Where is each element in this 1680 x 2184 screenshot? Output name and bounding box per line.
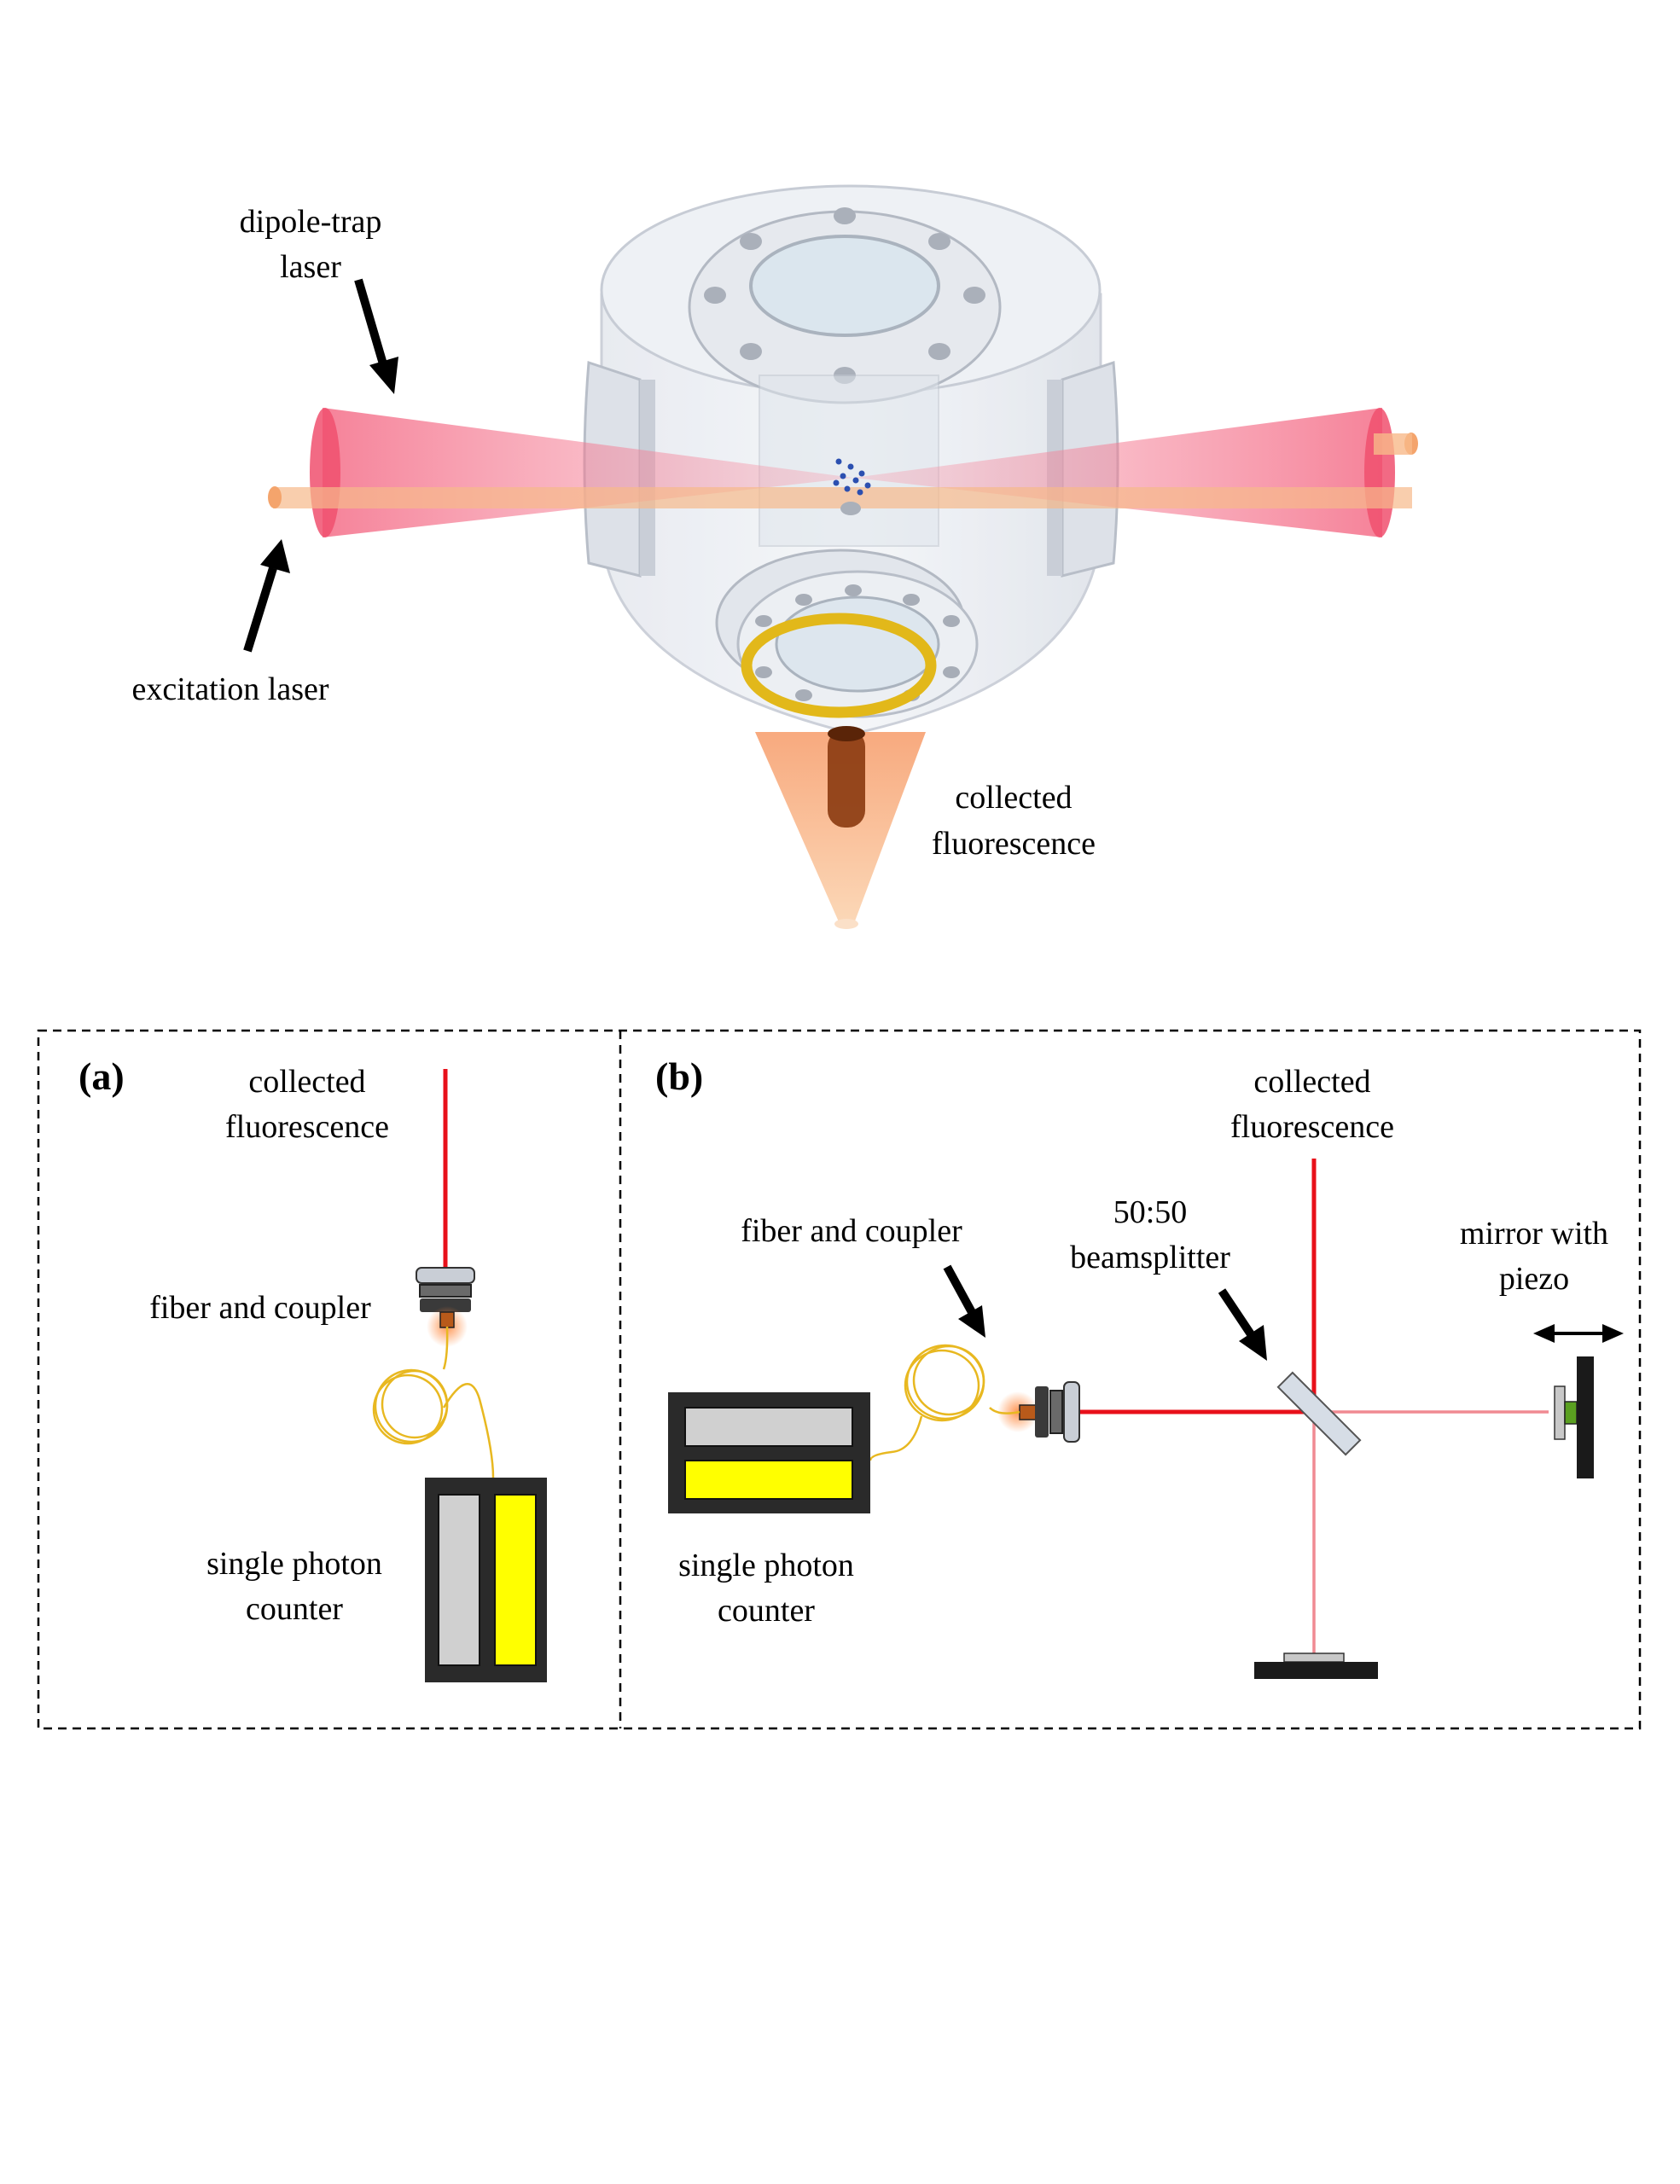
excitation-laser-beam-right [1374, 433, 1412, 455]
dipole-trap-cone-right-face [1364, 408, 1395, 537]
panel-b-piezo-mirror [1554, 1356, 1594, 1478]
panel-b-tag: (b) [655, 1054, 703, 1098]
fluorescence-core-top [828, 726, 865, 741]
fluorescence-core [828, 729, 865, 828]
panel-a-collected-line2: fluorescence [225, 1109, 389, 1145]
panel-a: (a) collected fluorescence fiber and cou… [78, 1054, 547, 1682]
label-collected-line2: fluorescence [932, 826, 1096, 862]
dipole-trap-arrow [354, 278, 398, 394]
panel-a-fiber-label: fiber and coupler [149, 1290, 371, 1326]
panel-a-collected-line1: collected [248, 1064, 365, 1100]
panel-a-fiber-coupler [416, 1267, 475, 1347]
panel-b-bs-line2: beamsplitter [1070, 1240, 1230, 1275]
panel-a-tag: (a) [78, 1054, 125, 1098]
panel-b-single-photon-counter [668, 1392, 870, 1513]
label-dipole-trap-line2: laser [280, 249, 341, 285]
bottom-flange [715, 549, 979, 718]
panel-a-spc-line1: single photon [206, 1546, 382, 1582]
panel-b-fiber-coupler [997, 1381, 1080, 1443]
panel-b-bs-arrow [1218, 1288, 1267, 1361]
panel-a-fiber [372, 1326, 495, 1478]
fluorescence-cone [755, 732, 926, 926]
setups-panel-border [37, 1029, 1642, 1730]
panel-b-beamsplitter [1276, 1371, 1362, 1456]
fluorescence-cone-tip [834, 919, 858, 929]
inner-tube [759, 375, 939, 547]
chamber-arrows [243, 278, 398, 653]
panel-b-mirror-line1: mirror with [1460, 1216, 1608, 1252]
atom-cloud [833, 458, 871, 496]
panel-b-fiber-label: fiber and coupler [741, 1213, 962, 1249]
vacuum-chamber-illustration [268, 184, 1418, 929]
label-excitation-laser: excitation laser [131, 671, 328, 707]
bottom-hole [840, 502, 861, 515]
collection-lens-ring [741, 613, 937, 718]
panel-b-spc-line1: single photon [678, 1548, 854, 1583]
excitation-laser-end-left [268, 486, 282, 508]
panel-b-collected-line2: fluorescence [1230, 1109, 1394, 1145]
panel-b-piezo-arrow [1533, 1324, 1624, 1343]
excitation-arrow [243, 539, 290, 653]
panel-a-single-photon-counter [425, 1478, 547, 1682]
panel-b-fiber [869, 1344, 1020, 1461]
top-window [749, 235, 940, 337]
panel-b-spc-line2: counter [718, 1593, 815, 1629]
panel-b-bottom-mirror [1254, 1653, 1378, 1679]
dipole-trap-cone-left-face [310, 408, 340, 537]
panel-b: (b) collected fluorescence 50:50 beamspl… [655, 1054, 1624, 1679]
panel-b-fiber-arrow [943, 1264, 985, 1338]
panel-b-collected-line1: collected [1253, 1064, 1370, 1100]
panel-a-spc-line2: counter [246, 1591, 343, 1627]
panel-b-mirror-line2: piezo [1499, 1261, 1569, 1297]
label-dipole-trap-line1: dipole-trap [240, 204, 382, 240]
label-collected-line1: collected [955, 780, 1072, 816]
panel-b-bs-line1: 50:50 [1113, 1194, 1188, 1230]
